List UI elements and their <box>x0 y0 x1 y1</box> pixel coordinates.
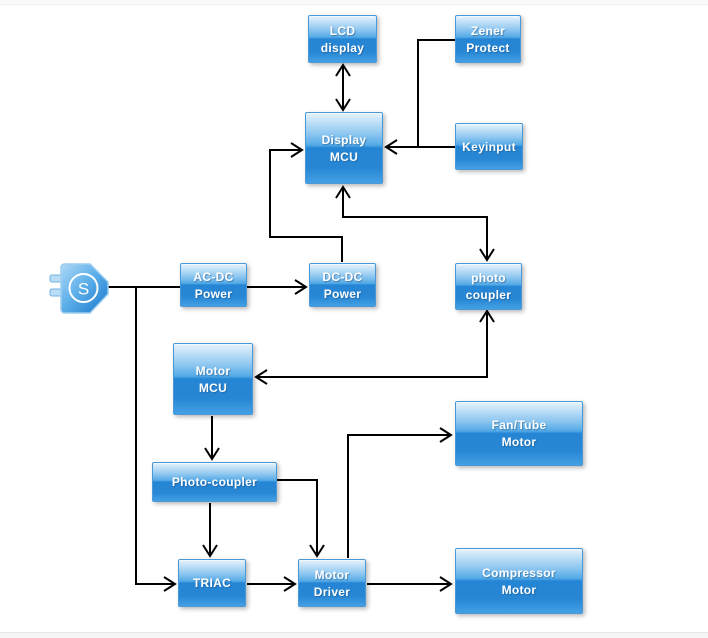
node-label: photo <box>471 271 506 285</box>
node-keyinput: Keyinput <box>455 123 523 170</box>
plug-letter: S <box>78 280 89 299</box>
node-label: Power <box>323 286 362 301</box>
node-label: Display <box>321 132 367 147</box>
node-compressor-motor: Compressor Motor <box>455 548 583 614</box>
node-label: Motor <box>314 567 350 582</box>
node-label: Motor <box>501 435 537 449</box>
connector-photo-coupler-motor-mcu <box>254 309 495 385</box>
connector-plug-triac <box>135 287 177 592</box>
node-label: DC-DC <box>322 269 363 284</box>
connector-zener-junction <box>417 39 455 148</box>
node-label: AC-DC <box>193 269 234 284</box>
node-motor-mcu: Motor MCU <box>173 343 253 415</box>
node-fan-tube-motor: Fan/Tube Motor <box>455 401 583 466</box>
node-zener-protect: Zener Protect <box>455 15 521 63</box>
node-label: coupler <box>465 288 512 302</box>
node-label: Motor <box>195 363 231 378</box>
connector-display-mcu-photo-coupler <box>335 185 495 262</box>
node-motor-driver: Motor Driver <box>298 559 366 607</box>
node-label: Motor <box>501 582 537 597</box>
connector-dcdc-display-mcu <box>269 142 343 262</box>
node-label: Keyinput <box>462 139 516 154</box>
node-label: Compressor <box>482 565 556 580</box>
node-label: Photo-coupler <box>171 475 258 489</box>
node-label: LCD <box>329 23 356 38</box>
connector-motor-driver-fan-tube <box>347 427 453 558</box>
page-bottom-strip <box>0 632 708 638</box>
node-label: Protect <box>466 40 510 55</box>
node-photo-coupler: Photo-coupler <box>152 462 277 502</box>
node-label: TRIAC <box>192 576 232 590</box>
plug-body <box>60 263 109 314</box>
node-dc-dc-power: DC-DC Power <box>309 263 376 307</box>
node-label: MCU <box>329 149 359 164</box>
node-triac: TRIAC <box>178 559 246 607</box>
node-label: Power <box>194 286 233 301</box>
node-label: Zener <box>470 23 506 38</box>
node-lcd-display: LCD display <box>308 15 377 63</box>
node-label: display <box>320 40 365 55</box>
node-label: Fan/Tube <box>491 418 547 432</box>
node-label: Driver <box>313 584 351 599</box>
page-top-strip <box>0 0 708 5</box>
node-label: MCU <box>198 380 228 395</box>
node-display-mcu: Display MCU <box>305 112 383 184</box>
plug-circle <box>68 273 99 303</box>
connector-photo-coupler-motor-driver <box>277 479 325 558</box>
node-photo-coupler-upper: photo coupler <box>455 263 522 310</box>
power-plug-icon: S <box>49 263 109 314</box>
node-ac-dc-power: AC-DC Power <box>180 263 247 307</box>
